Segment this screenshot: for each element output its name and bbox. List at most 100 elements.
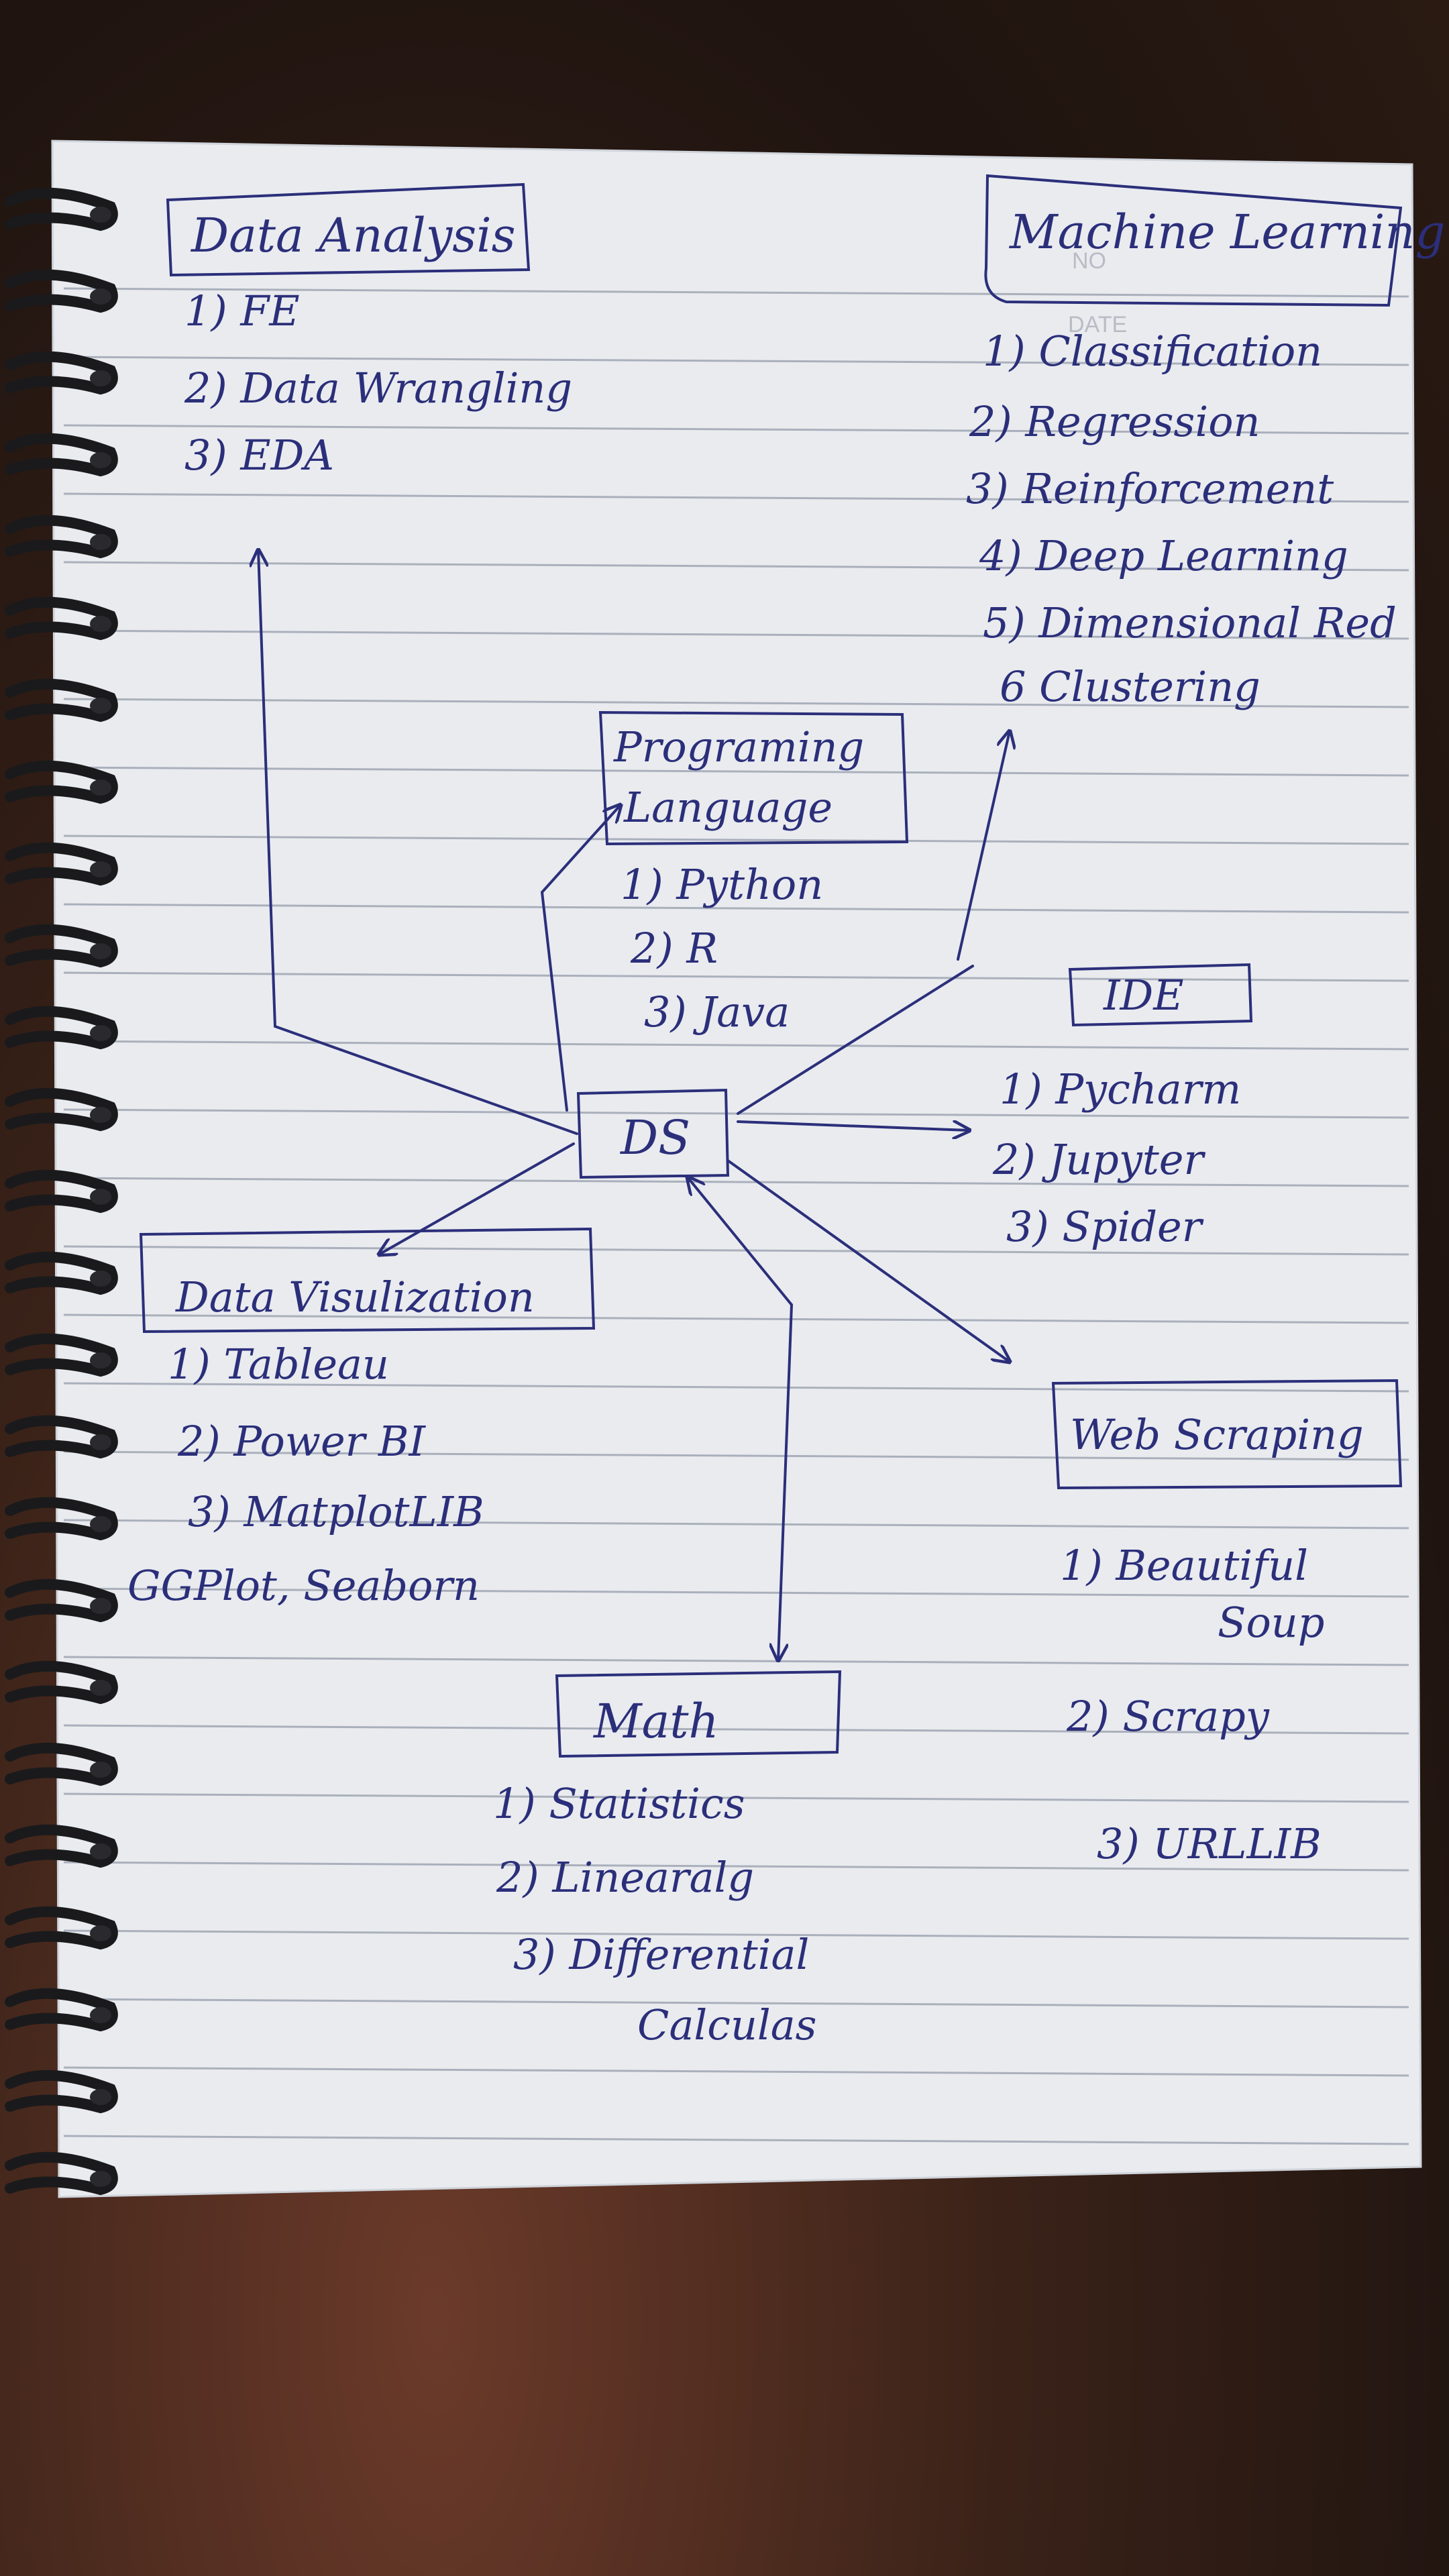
web-scraping-item-1: 1) Beautiful [1060, 1541, 1308, 1590]
rule-line [63, 1724, 1409, 1735]
spiral-coil [5, 842, 118, 886]
rule-line [63, 356, 1409, 366]
binding-hole [90, 1925, 111, 1941]
arrow-to-machine-learning [957, 731, 1010, 961]
spiral-coil [5, 351, 118, 395]
binding-hole [90, 698, 111, 714]
binding-hole [90, 288, 111, 305]
binding-hole [90, 452, 111, 468]
ruled-lines [63, 287, 1409, 2145]
data-analysis-box [166, 182, 531, 277]
arrow-to-ide [737, 1120, 969, 1130]
spiral-coil [5, 1578, 118, 1623]
rule-line [63, 1519, 1409, 1529]
spiral-coil [5, 1415, 118, 1459]
spiral-coil [5, 596, 118, 641]
arrow-to-data-analysis [258, 550, 276, 1028]
rule-line [63, 1177, 1409, 1187]
machine-learning-box [984, 174, 1403, 307]
data-analysis-item-1: 1) FE [184, 286, 300, 335]
binding-hole [90, 861, 111, 877]
notebook-page [51, 140, 1422, 2198]
rule-line [63, 287, 1409, 298]
spiral-coil [5, 1333, 118, 1377]
binding-hole [90, 1598, 111, 1614]
ml-item-4: 4) Deep Learning [979, 531, 1348, 580]
rule-line [63, 1382, 1409, 1393]
spiral-binding [5, 187, 118, 2196]
spiral-coil [5, 1497, 118, 1541]
binding-hole [90, 1762, 111, 1778]
ds-box [576, 1088, 730, 1179]
ml-item-3: 3) Reinforcement [966, 464, 1334, 513]
web-scraping-item-1-cont: Soup [1218, 1598, 1324, 1647]
math-box [555, 1670, 842, 1758]
ml-item-5: 5) Dimensional Red [983, 598, 1397, 647]
ml-item-2: 2) Regression [969, 397, 1260, 446]
spiral-coil [5, 187, 118, 231]
arrow-to-web-scraping [727, 1159, 1010, 1362]
spiral-coil [5, 678, 118, 722]
box-outlines [139, 174, 1403, 1758]
rule-line [63, 903, 1409, 914]
arrow-to-data-visualization [379, 1142, 575, 1254]
spiral-coil [5, 269, 118, 313]
rule-line [63, 1861, 1409, 1872]
ide-item-3: 3) Spider [1006, 1202, 1204, 1251]
math-item-3-cont: Calculas [637, 2000, 817, 2049]
rule-line [63, 1040, 1409, 1051]
line-ds-to-ml [737, 965, 974, 1115]
rule-line [63, 698, 1409, 708]
binding-hole [90, 2171, 111, 2187]
date-label: DATE [1068, 312, 1127, 337]
programming-item-2: 2) R [630, 924, 718, 973]
spiral-coil [5, 2151, 118, 2196]
ide-item-2: 2) Jupyter [992, 1135, 1205, 1184]
spiral-coil [5, 433, 118, 477]
binding-hole [90, 1352, 111, 1368]
binding-hole [90, 1107, 111, 1123]
spiral-coil [5, 515, 118, 559]
no-label: NO [1072, 248, 1106, 274]
arrow-ds-from-math [688, 1177, 793, 1306]
data-viz-item-3: 3) MatplotLIB [188, 1487, 484, 1536]
spiral-coil [5, 1169, 118, 1214]
ml-item-6: 6 Clustering [1000, 662, 1260, 711]
spiral-coil [5, 1251, 118, 1295]
spiral-coil [5, 1742, 118, 1786]
spiral-coil [5, 1824, 118, 1868]
math-item-3: 3) Differential [513, 1930, 809, 1979]
binding-hole [90, 616, 111, 632]
line-ds-to-data-analysis [274, 1025, 578, 1135]
rule-line [63, 629, 1409, 640]
data-viz-item-2: 2) Power BI [177, 1417, 427, 1466]
rule-line [63, 766, 1409, 777]
programming-item-1: 1) Python [621, 860, 823, 909]
spiral-coil [5, 924, 118, 968]
data-analysis-item-3: 3) EDA [184, 431, 334, 480]
rule-line [63, 971, 1409, 982]
rule-line [63, 1450, 1409, 1461]
binding-hole [90, 1189, 111, 1205]
web-scraping-item-2: 2) Scrapy [1066, 1692, 1270, 1741]
programming-item-3: 3) Java [644, 987, 790, 1036]
programming-title-line-1: Programing [613, 722, 864, 771]
center-node-label: DS [619, 1110, 690, 1165]
ide-box [1068, 963, 1253, 1027]
ide-title: IDE [1103, 971, 1183, 1020]
spiral-coil [5, 1988, 118, 2032]
rule-line [63, 2135, 1409, 2145]
binding-hole [90, 1680, 111, 1696]
rule-line [63, 561, 1409, 572]
rule-line [63, 1929, 1409, 1940]
spiral-coil [5, 1006, 118, 1050]
rule-line [63, 835, 1409, 845]
data-viz-item-1: 1) Tableau [168, 1340, 389, 1389]
data-visualization-title: Data Visulization [175, 1273, 535, 1322]
rule-line [63, 1656, 1409, 1666]
math-title: Math [592, 1694, 719, 1749]
rule-line [63, 1792, 1409, 1803]
binding-hole [90, 534, 111, 550]
rule-line [63, 1313, 1409, 1324]
